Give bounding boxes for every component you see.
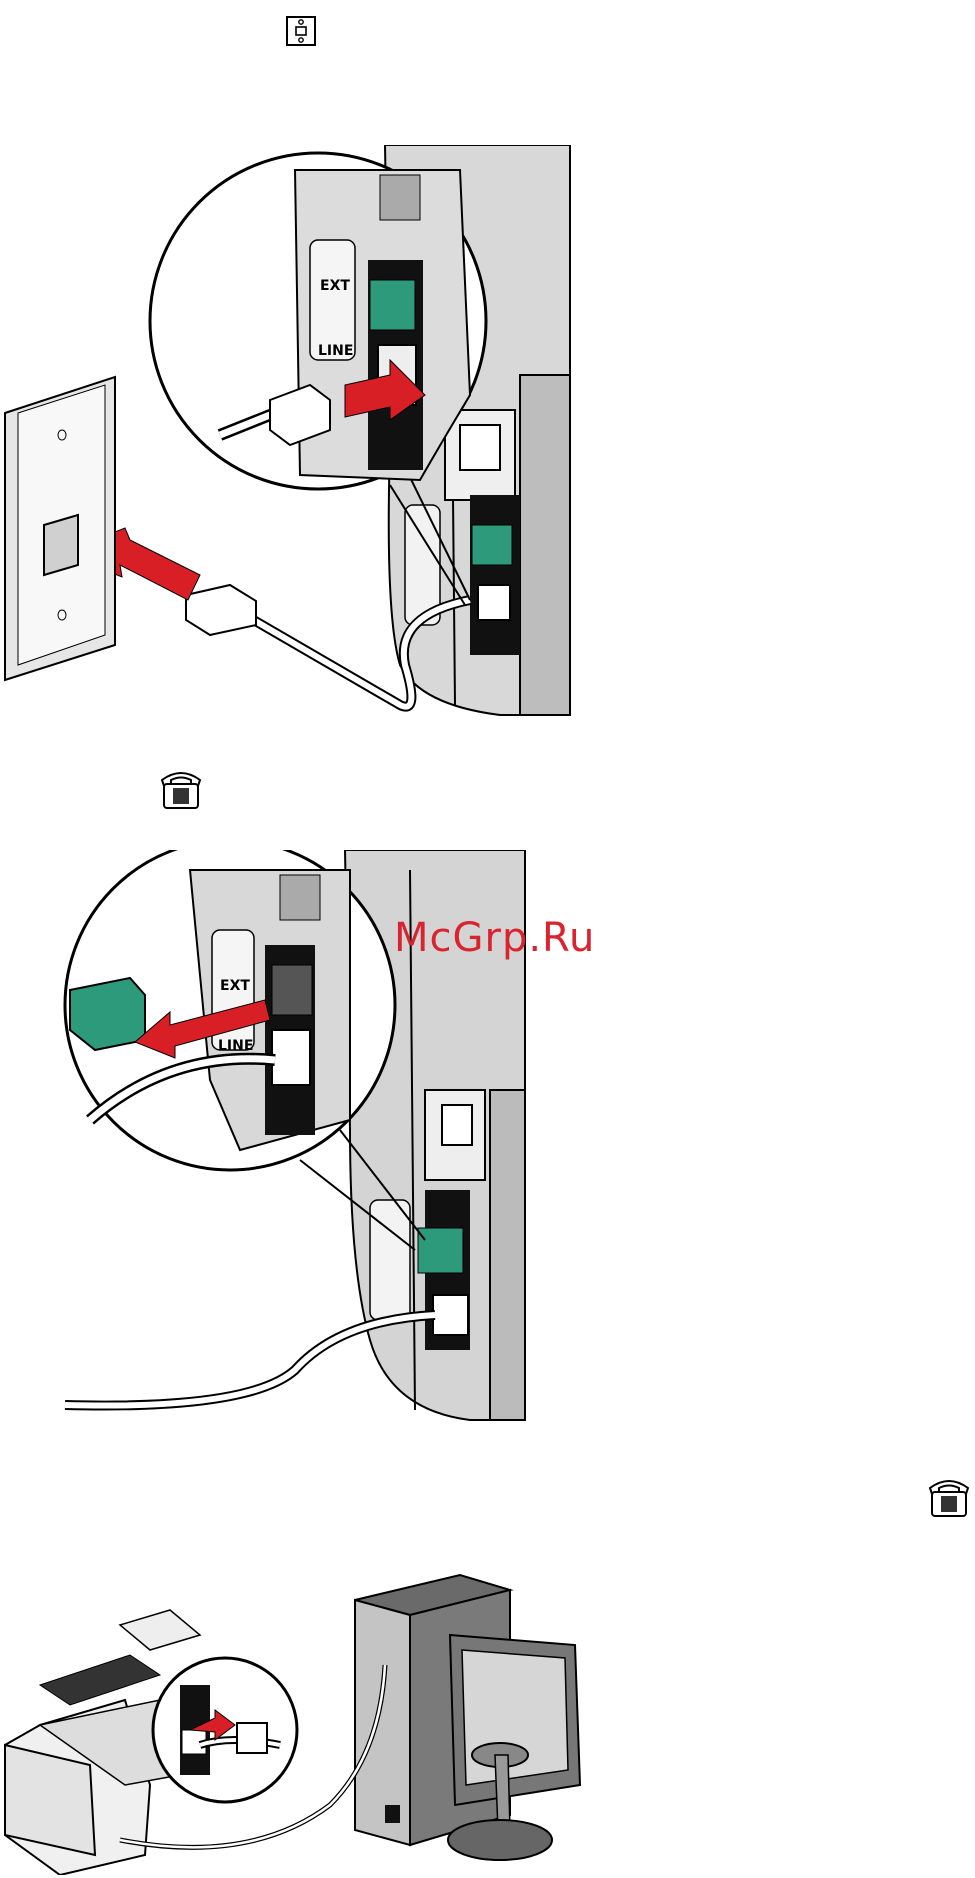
telephone-icon: [158, 766, 204, 810]
ext-port-label: EXT: [220, 978, 250, 994]
illustration-printer-computer: [0, 1555, 590, 1875]
watermark-text: McGrp.Ru: [394, 915, 595, 961]
ext-port-label: EXT: [320, 278, 350, 294]
line-port-label: LINE: [318, 343, 353, 359]
telephone-icon: [926, 1474, 972, 1518]
line-port-label: LINE: [218, 1038, 253, 1054]
illustration-connect-line: EXT LINE: [0, 145, 575, 725]
wall-jack-icon: [286, 16, 316, 46]
